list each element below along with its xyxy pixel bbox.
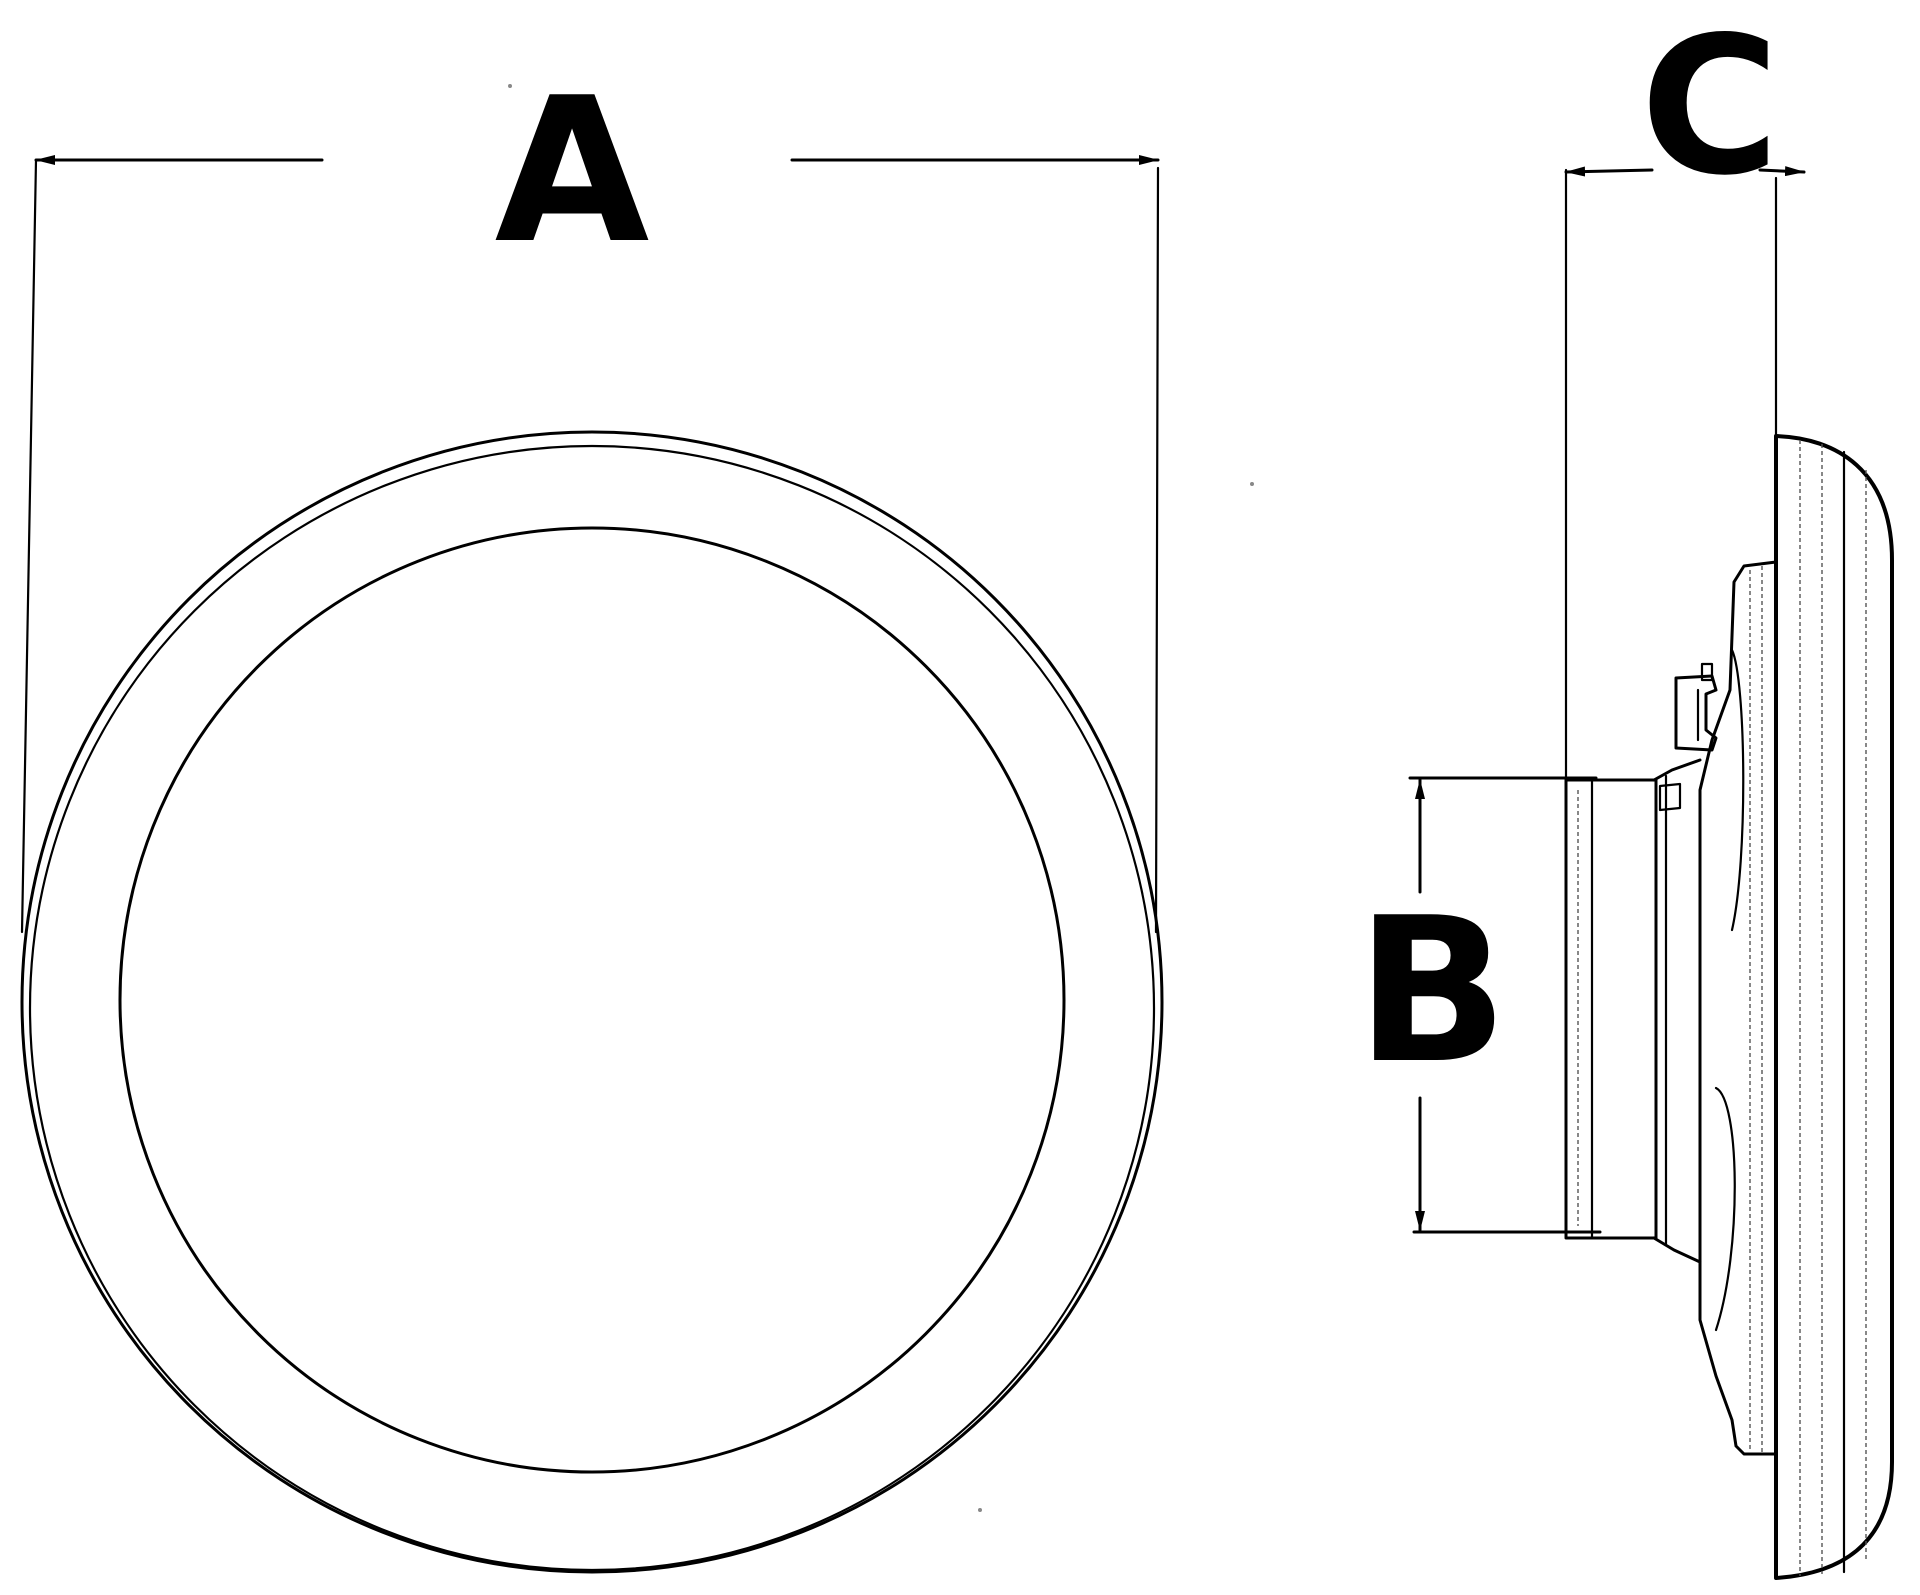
dimension-b-label: B <box>1356 875 1508 1108</box>
dimension-c-arrow-right <box>1758 166 1806 177</box>
dimension-c: C <box>1564 0 1806 782</box>
lens-circle <box>118 526 1066 1474</box>
dimension-c-label: C <box>1640 0 1779 217</box>
scan-speck <box>508 84 512 88</box>
dimension-a-extension-right <box>1154 166 1160 934</box>
scan-speck <box>978 1508 982 1512</box>
dimension-a-extension-left <box>20 158 38 934</box>
dimension-a-label: A <box>495 55 650 288</box>
side-bezel <box>1774 434 1894 1580</box>
dimension-b: B <box>1356 776 1602 1234</box>
spade-connector <box>1674 662 1718 752</box>
dimension-a: A <box>20 55 1160 934</box>
side-neck <box>1652 758 1702 1264</box>
side-mount-block <box>1564 778 1658 1240</box>
outer-rim-inner-ring <box>28 444 1156 1572</box>
side-housing-recess-lower <box>1714 1086 1736 1332</box>
scan-speck <box>1250 482 1254 486</box>
side-housing <box>1698 560 1778 1456</box>
dimension-c-arrow-left <box>1564 166 1654 177</box>
outer-rim-outer-ring <box>20 430 1164 1574</box>
side-housing-recess-upper <box>1730 648 1745 932</box>
side-view <box>1564 434 1894 1580</box>
front-view <box>20 430 1164 1574</box>
